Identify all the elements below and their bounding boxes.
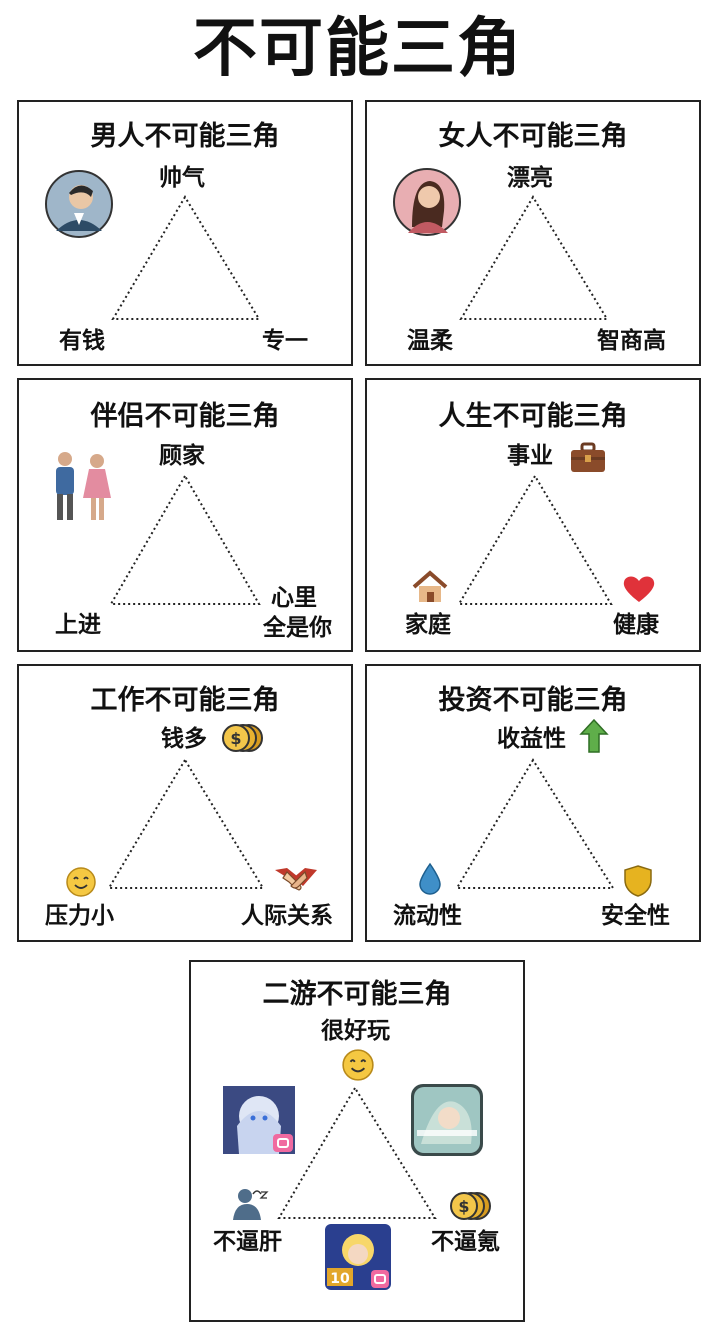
triangle [277,1086,437,1219]
vertex-top-label: 漂亮 [507,165,553,191]
vertex-left-label: 流动性 [393,903,462,929]
triangle [111,195,261,320]
vertex-left-label: 压力小 [45,903,114,929]
man-avatar-icon [45,170,113,238]
svg-text:$: $ [230,729,241,748]
panel-life: 人生不可能三角 事业 家庭 健康 [365,378,701,652]
vertex-left-label: 上进 [55,612,101,638]
triangle [107,758,265,889]
game-icon-bottom[interactable]: 10 [325,1224,391,1290]
droplet-icon [419,862,441,895]
vertex-right-label: 专一 [262,328,308,354]
heart-icon [623,576,655,602]
vertex-right-label: 安全性 [601,903,670,929]
vertex-left-label: 有钱 [59,328,105,354]
panel-men: 男人不可能三角 帅气 有钱 专一 [17,100,353,366]
panel-title: 伴侣不可能三角 [90,401,280,432]
vertex-top-label: 钱多 [161,726,207,752]
vertex-left-label: 不逼肝 [213,1229,282,1255]
shield-icon [624,865,652,897]
triangle [455,758,615,889]
panel-title: 二游不可能三角 [262,979,452,1010]
triangle [459,195,609,320]
panel-title: 投资不可能三角 [438,685,628,716]
triangle [109,474,261,605]
panel-title: 男人不可能三角 [90,121,280,152]
panel-title: 女人不可能三角 [438,121,628,152]
game-icon-right[interactable] [411,1084,483,1156]
main-title: 不可能三角 [193,12,523,86]
panel-gacha-games: 二游不可能三角 很好玩 不逼肝 不逼氪 $ [189,960,525,1322]
vertex-top-label: 很好玩 [321,1018,390,1044]
panel-investment: 投资不可能三角 收益性 流动性 安全性 [365,664,701,942]
vertex-right-label: 智商高 [597,328,666,354]
panel-women: 女人不可能三角 漂亮 温柔 智商高 [365,100,701,366]
panel-work: 工作不可能三角 钱多 压力小 人际关系 $ [17,664,353,942]
tired-person-icon [233,1189,269,1220]
panel-title: 人生不可能三角 [438,401,628,432]
game-icon-left[interactable] [223,1086,295,1154]
vertex-right-label: 不逼氪 [431,1229,500,1255]
coins-icon: $ [450,1192,491,1220]
vertex-right-label-line2: 全是你 [263,615,332,641]
smiley-icon [66,867,96,897]
vertex-left-label: 温柔 [407,328,453,354]
house-icon [412,570,448,602]
up-arrow-icon [579,718,609,753]
smiley-icon [342,1049,374,1081]
vertex-top-label: 帅气 [159,165,205,191]
svg-text:$: $ [458,1197,469,1216]
vertex-top-label: 事业 [507,443,553,469]
vertex-top-label: 顾家 [159,443,205,469]
triangle [457,474,613,605]
coins-icon: $ [222,724,263,752]
panel-title: 工作不可能三角 [90,685,280,716]
vertex-right-label: 人际关系 [241,903,333,929]
vertex-top-label: 收益性 [497,726,566,752]
briefcase-icon [571,442,605,472]
vertex-left-label: 家庭 [405,612,451,638]
panel-partner: 伴侣不可能三角 顾家 上进 心里 全是你 [17,378,353,652]
vertex-right-label-line1: 心里 [271,585,317,611]
handshake-icon [275,868,317,891]
svg-text:10: 10 [330,1271,350,1287]
woman-avatar-icon [393,168,461,236]
couple-icon [56,452,111,520]
vertex-right-label: 健康 [613,612,659,638]
